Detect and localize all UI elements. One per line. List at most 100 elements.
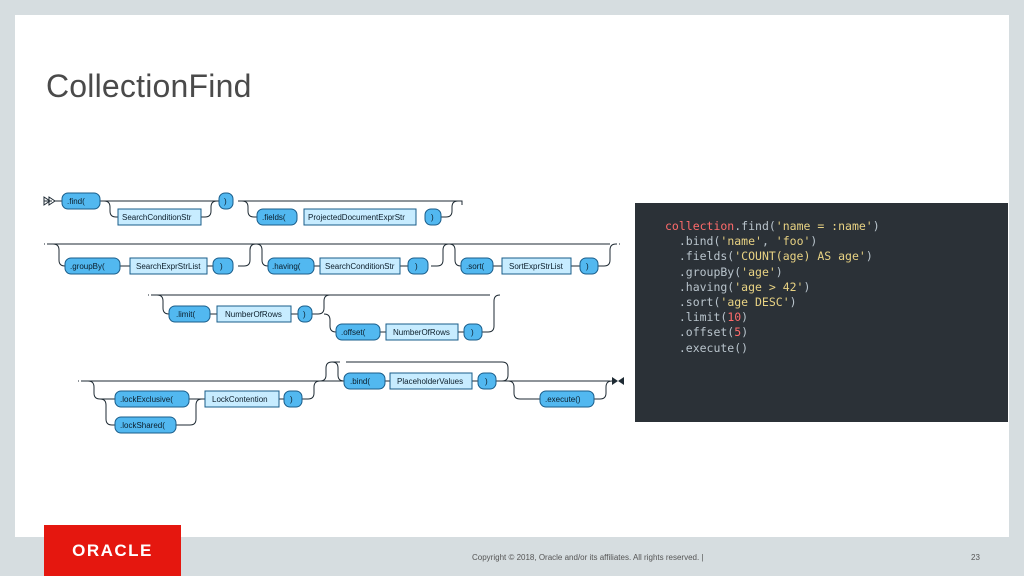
sort-terminal	[460, 257, 494, 275]
code-token: 'name'	[720, 234, 762, 249]
code-token: ,	[761, 234, 776, 249]
execute-terminal	[539, 390, 595, 408]
close-paren-2	[424, 208, 442, 226]
search-condition-2-nonterminal	[319, 257, 401, 275]
code-token: )	[789, 294, 797, 309]
bind-label: .bind(	[350, 377, 370, 386]
find-label: .find(	[67, 197, 85, 206]
search-condition-2-label: SearchConditionStr	[325, 262, 395, 271]
lock-shared-label: .lockShared(	[120, 421, 165, 430]
limit-terminal	[168, 305, 211, 323]
code-line: .execute()	[665, 341, 1008, 356]
oracle-logo-text: ORACLE	[72, 541, 153, 560]
code-sample-panel: collection.find('name = :name') .bind('n…	[635, 203, 1008, 422]
code-line: .sort('age DESC')	[665, 295, 1008, 310]
row-2	[44, 243, 620, 267]
sort-label: .sort(	[466, 262, 485, 271]
search-expr-list-label: SearchExprStrList	[136, 262, 201, 271]
number-of-rows-2-label: NumberOfRows	[393, 328, 450, 337]
code-token: 'age DESC'	[720, 294, 790, 309]
lock-exclusive-label: .lockExclusive(	[120, 395, 173, 404]
bind-terminal	[343, 372, 386, 390]
page-number: 23	[971, 553, 980, 562]
search-expr-list-nonterminal	[129, 257, 208, 275]
code-token: .find(	[734, 219, 776, 233]
close-paren-6-label: )	[303, 310, 306, 319]
fields-label: .fields(	[262, 213, 286, 222]
number-of-rows-1-label: NumberOfRows	[225, 310, 282, 319]
group-by-terminal	[64, 257, 121, 275]
having-terminal	[267, 257, 315, 275]
code-line: .having('age > 42')	[665, 280, 1008, 295]
code-line: .limit(10)	[665, 310, 1008, 325]
row-1	[43, 196, 463, 218]
code-token: )	[803, 279, 811, 294]
code-token: )	[872, 219, 880, 233]
projected-label: ProjectedDocumentExprStr	[308, 213, 405, 222]
lock-contention-nonterminal	[204, 390, 280, 408]
code-token: .fields(	[665, 249, 735, 264]
code-token: .offset(	[665, 325, 735, 340]
lock-shared-terminal	[114, 416, 177, 434]
find-terminal	[61, 192, 101, 210]
code-token: 'age > 42'	[734, 279, 804, 294]
group-by-label: .groupBy(	[70, 262, 105, 271]
close-paren-1	[218, 192, 234, 210]
code-token: 'COUNT(age) AS age'	[734, 249, 866, 264]
code-body: collection.find('name = :name') .bind('n…	[665, 219, 1008, 356]
close-paren-7	[463, 323, 483, 341]
placeholder-values-label: PlaceholderValues	[397, 377, 463, 386]
placeholder-values-nonterminal	[389, 372, 473, 390]
close-paren-7-label: )	[471, 328, 474, 337]
code-token: 10	[727, 310, 742, 325]
code-token: )	[810, 234, 818, 249]
close-paren-3-label: )	[220, 262, 223, 271]
close-paren-8-label: )	[290, 395, 293, 404]
number-of-rows-2-nonterminal	[385, 323, 459, 341]
close-paren-9-label: )	[485, 377, 488, 386]
offset-terminal	[335, 323, 381, 341]
lock-contention-label: LockContention	[212, 395, 268, 404]
close-paren-4	[407, 257, 429, 275]
sort-expr-list-label: SortExprStrList	[509, 262, 564, 271]
code-token: .bind(	[665, 234, 721, 249]
code-token: 'foo'	[775, 234, 811, 249]
code-token: 'name = :name'	[775, 219, 873, 233]
code-token: .groupBy(	[665, 264, 742, 279]
code-line: .groupBy('age')	[665, 265, 1008, 280]
close-paren-4-label: )	[415, 262, 418, 271]
search-condition-nonterminal	[117, 208, 202, 226]
code-token: )	[741, 325, 749, 340]
execute-label: .execute()	[545, 395, 581, 404]
close-paren-9	[477, 372, 497, 390]
code-token: .sort(	[665, 294, 721, 309]
close-paren-8	[283, 390, 303, 408]
code-token: )	[741, 310, 749, 325]
code-line: .offset(5)	[665, 325, 1008, 340]
oracle-logo-icon: ORACLE	[72, 541, 153, 560]
limit-label: .limit(	[176, 310, 195, 319]
code-line: collection.find('name = :name')	[665, 219, 1008, 234]
slide-title: CollectionFind	[46, 68, 252, 104]
search-condition-label: SearchConditionStr	[122, 213, 192, 222]
code-token: )	[775, 264, 783, 279]
offset-label: .offset(	[341, 328, 366, 337]
close-paren-2-label: )	[431, 213, 434, 222]
fields-terminal	[256, 208, 298, 226]
close-paren-6	[297, 305, 313, 323]
having-label: .having(	[272, 262, 301, 271]
code-line: .fields('COUNT(age) AS age')	[665, 249, 1008, 264]
code-token: 5	[734, 325, 742, 340]
code-token: .limit(	[665, 310, 728, 325]
copyright-notice: Copyright © 2018, Oracle and/or its affi…	[472, 553, 704, 562]
code-token: .having(	[665, 279, 735, 294]
close-paren-5-label: )	[586, 262, 589, 271]
code-token: )	[865, 249, 873, 264]
oracle-logo: ORACLE	[44, 525, 181, 576]
number-of-rows-1-nonterminal	[216, 305, 292, 323]
close-paren-3	[212, 257, 234, 275]
sort-expr-list-nonterminal	[501, 257, 572, 275]
projected-nonterminal	[303, 208, 417, 226]
row-3	[148, 294, 501, 333]
